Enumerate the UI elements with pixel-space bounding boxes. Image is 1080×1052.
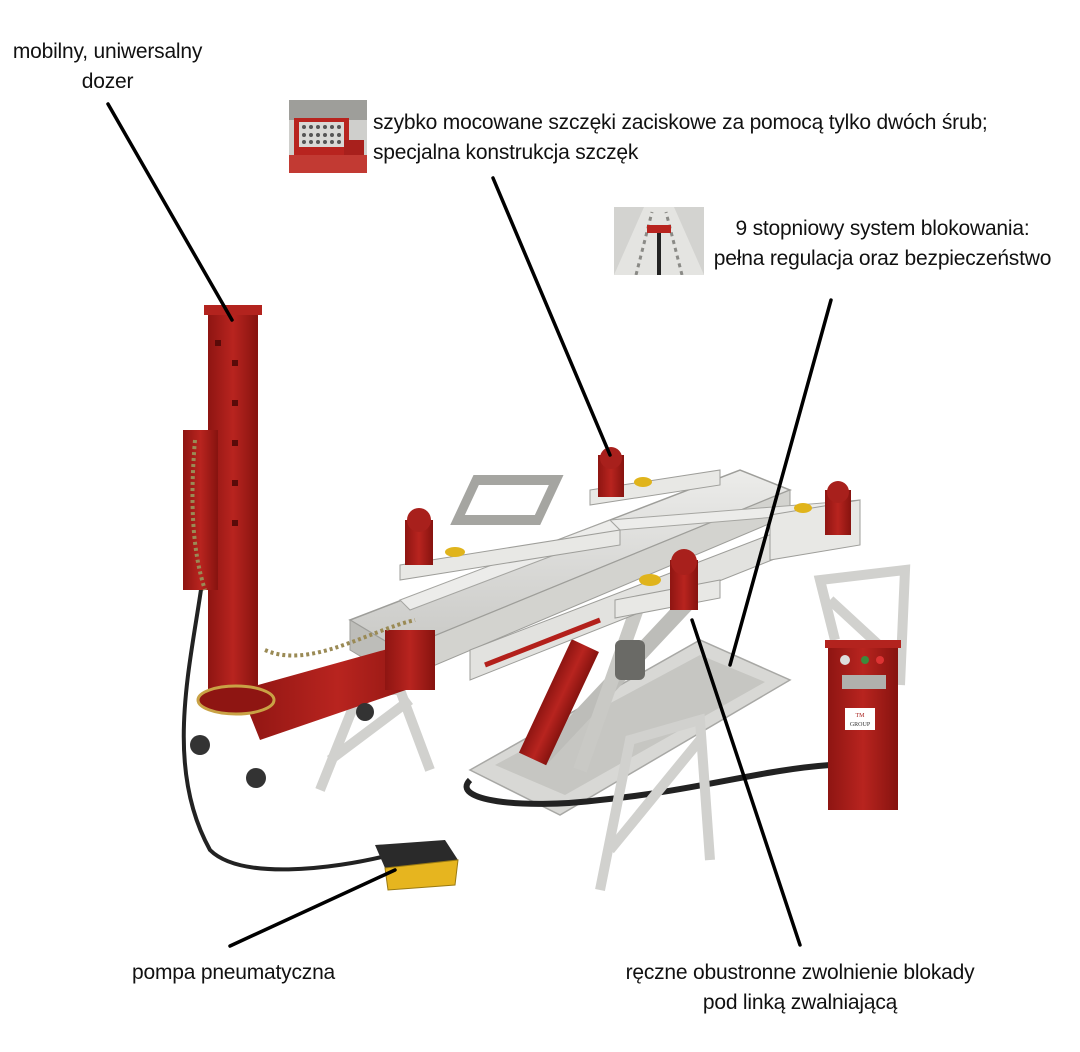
label-clamps-line1: szybko mocowane szczęki zaciskowe za pom… (373, 111, 988, 134)
pneumatic-pump (375, 840, 459, 891)
base-plate (468, 639, 792, 816)
leader-release (690, 618, 802, 947)
clamp-jaw-thumbnail (289, 100, 367, 173)
clamp-2 (598, 447, 624, 497)
label-locking-line1: 9 stopniowy system blokowania: (735, 217, 1030, 240)
leader-locking (728, 298, 833, 667)
label-pump-line1: pompa pneumatyczna (132, 961, 336, 984)
label-clamps: szybko mocowane szczęki zaciskowe za pom… (373, 108, 988, 168)
clamp-1 (405, 508, 433, 565)
label-release-line1: ręczne obustronne zwolnienie blokady (625, 961, 975, 984)
leader-clamps (491, 176, 612, 457)
leader-dozer (106, 102, 234, 322)
pump-hose (463, 762, 831, 807)
clamp-3 (670, 549, 698, 610)
label-dozer: mobilny, uniwersalny dozer (5, 37, 210, 97)
cabinet-badge-line2: GROUP (850, 722, 871, 728)
label-dozer-line1: mobilny, uniwersalny (12, 40, 203, 63)
scissor-lift (518, 594, 696, 773)
label-release-line2: pod linką zwalniającą (702, 991, 898, 1014)
label-pump: pompa pneumatyczna (132, 958, 335, 988)
label-dozer-line2: dozer (81, 70, 134, 93)
leader-lines (106, 102, 833, 948)
label-locking-line2: pełna regulacja oraz bezpieczeństwo (713, 247, 1052, 270)
label-clamps-line2: specjalna konstrukcja szczęk (373, 141, 639, 164)
clamp-jaws (405, 447, 851, 610)
locking-system-thumbnail (614, 207, 704, 275)
leader-pump (228, 868, 397, 948)
clamp-4 (825, 481, 851, 535)
label-locking: 9 stopniowy system blokowania: pełna reg… (705, 214, 1060, 274)
cabinet-badge-line1: TM (856, 713, 866, 719)
hydraulic-hose (181, 559, 391, 872)
label-release: ręczne obustronne zwolnienie blokady pod… (610, 958, 990, 1018)
control-cabinet: TM GROUP (825, 640, 901, 810)
dozer-tower (183, 305, 435, 788)
